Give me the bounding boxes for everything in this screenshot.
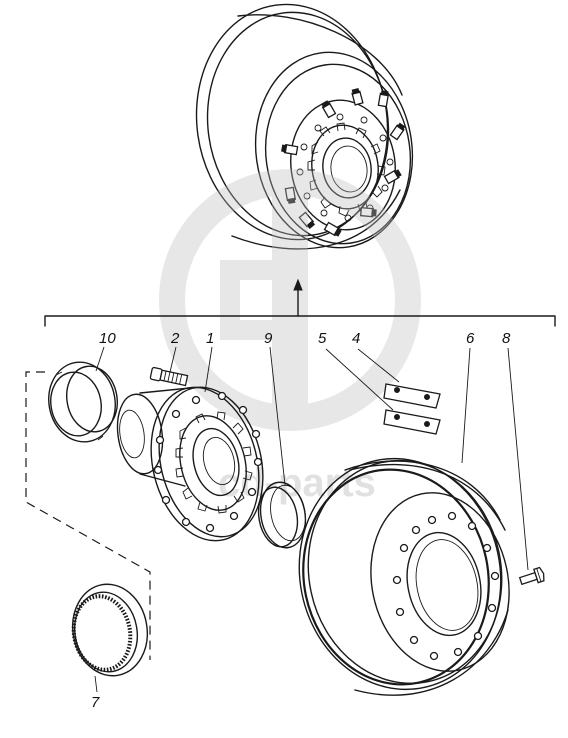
callout-10: 10 — [95, 330, 116, 372]
svg-text:10: 10 — [99, 330, 116, 347]
callout-6: 6 — [461, 330, 475, 464]
callout-5: 5 — [318, 330, 394, 411]
callout-1: 1 — [204, 330, 214, 393]
callout-7: 7 — [91, 675, 100, 711]
callout-8: 8 — [502, 330, 529, 571]
cd-parts-logo — [159, 169, 421, 431]
callout-4: 4 — [352, 330, 400, 383]
inner-ring — [48, 361, 118, 443]
abs-tone-ring — [71, 583, 149, 677]
tone-ring-group-outline — [25, 371, 151, 660]
seal-ring — [257, 481, 307, 549]
brake-drum — [298, 457, 510, 696]
assembled-hub-drum — [195, 3, 414, 250]
svg-text:8: 8 — [502, 330, 511, 347]
lock-plate-upper — [383, 383, 441, 409]
countersunk-screw — [518, 566, 545, 586]
lock-plate-lower — [383, 409, 441, 435]
svg-text:6: 6 — [466, 330, 475, 347]
svg-text:4: 4 — [352, 330, 360, 347]
callout-9: 9 — [264, 330, 286, 486]
svg-text:1: 1 — [206, 330, 214, 347]
svg-text:2: 2 — [170, 330, 180, 347]
svg-text:5: 5 — [318, 330, 327, 347]
callout-2: 2 — [169, 330, 180, 373]
assembly-bracket — [44, 278, 556, 327]
assembled-stud-group — [281, 87, 406, 237]
svg-text:7: 7 — [91, 694, 100, 711]
wheel-stud — [149, 366, 189, 387]
svg-text:9: 9 — [264, 330, 273, 347]
wheel-hub — [116, 386, 264, 542]
